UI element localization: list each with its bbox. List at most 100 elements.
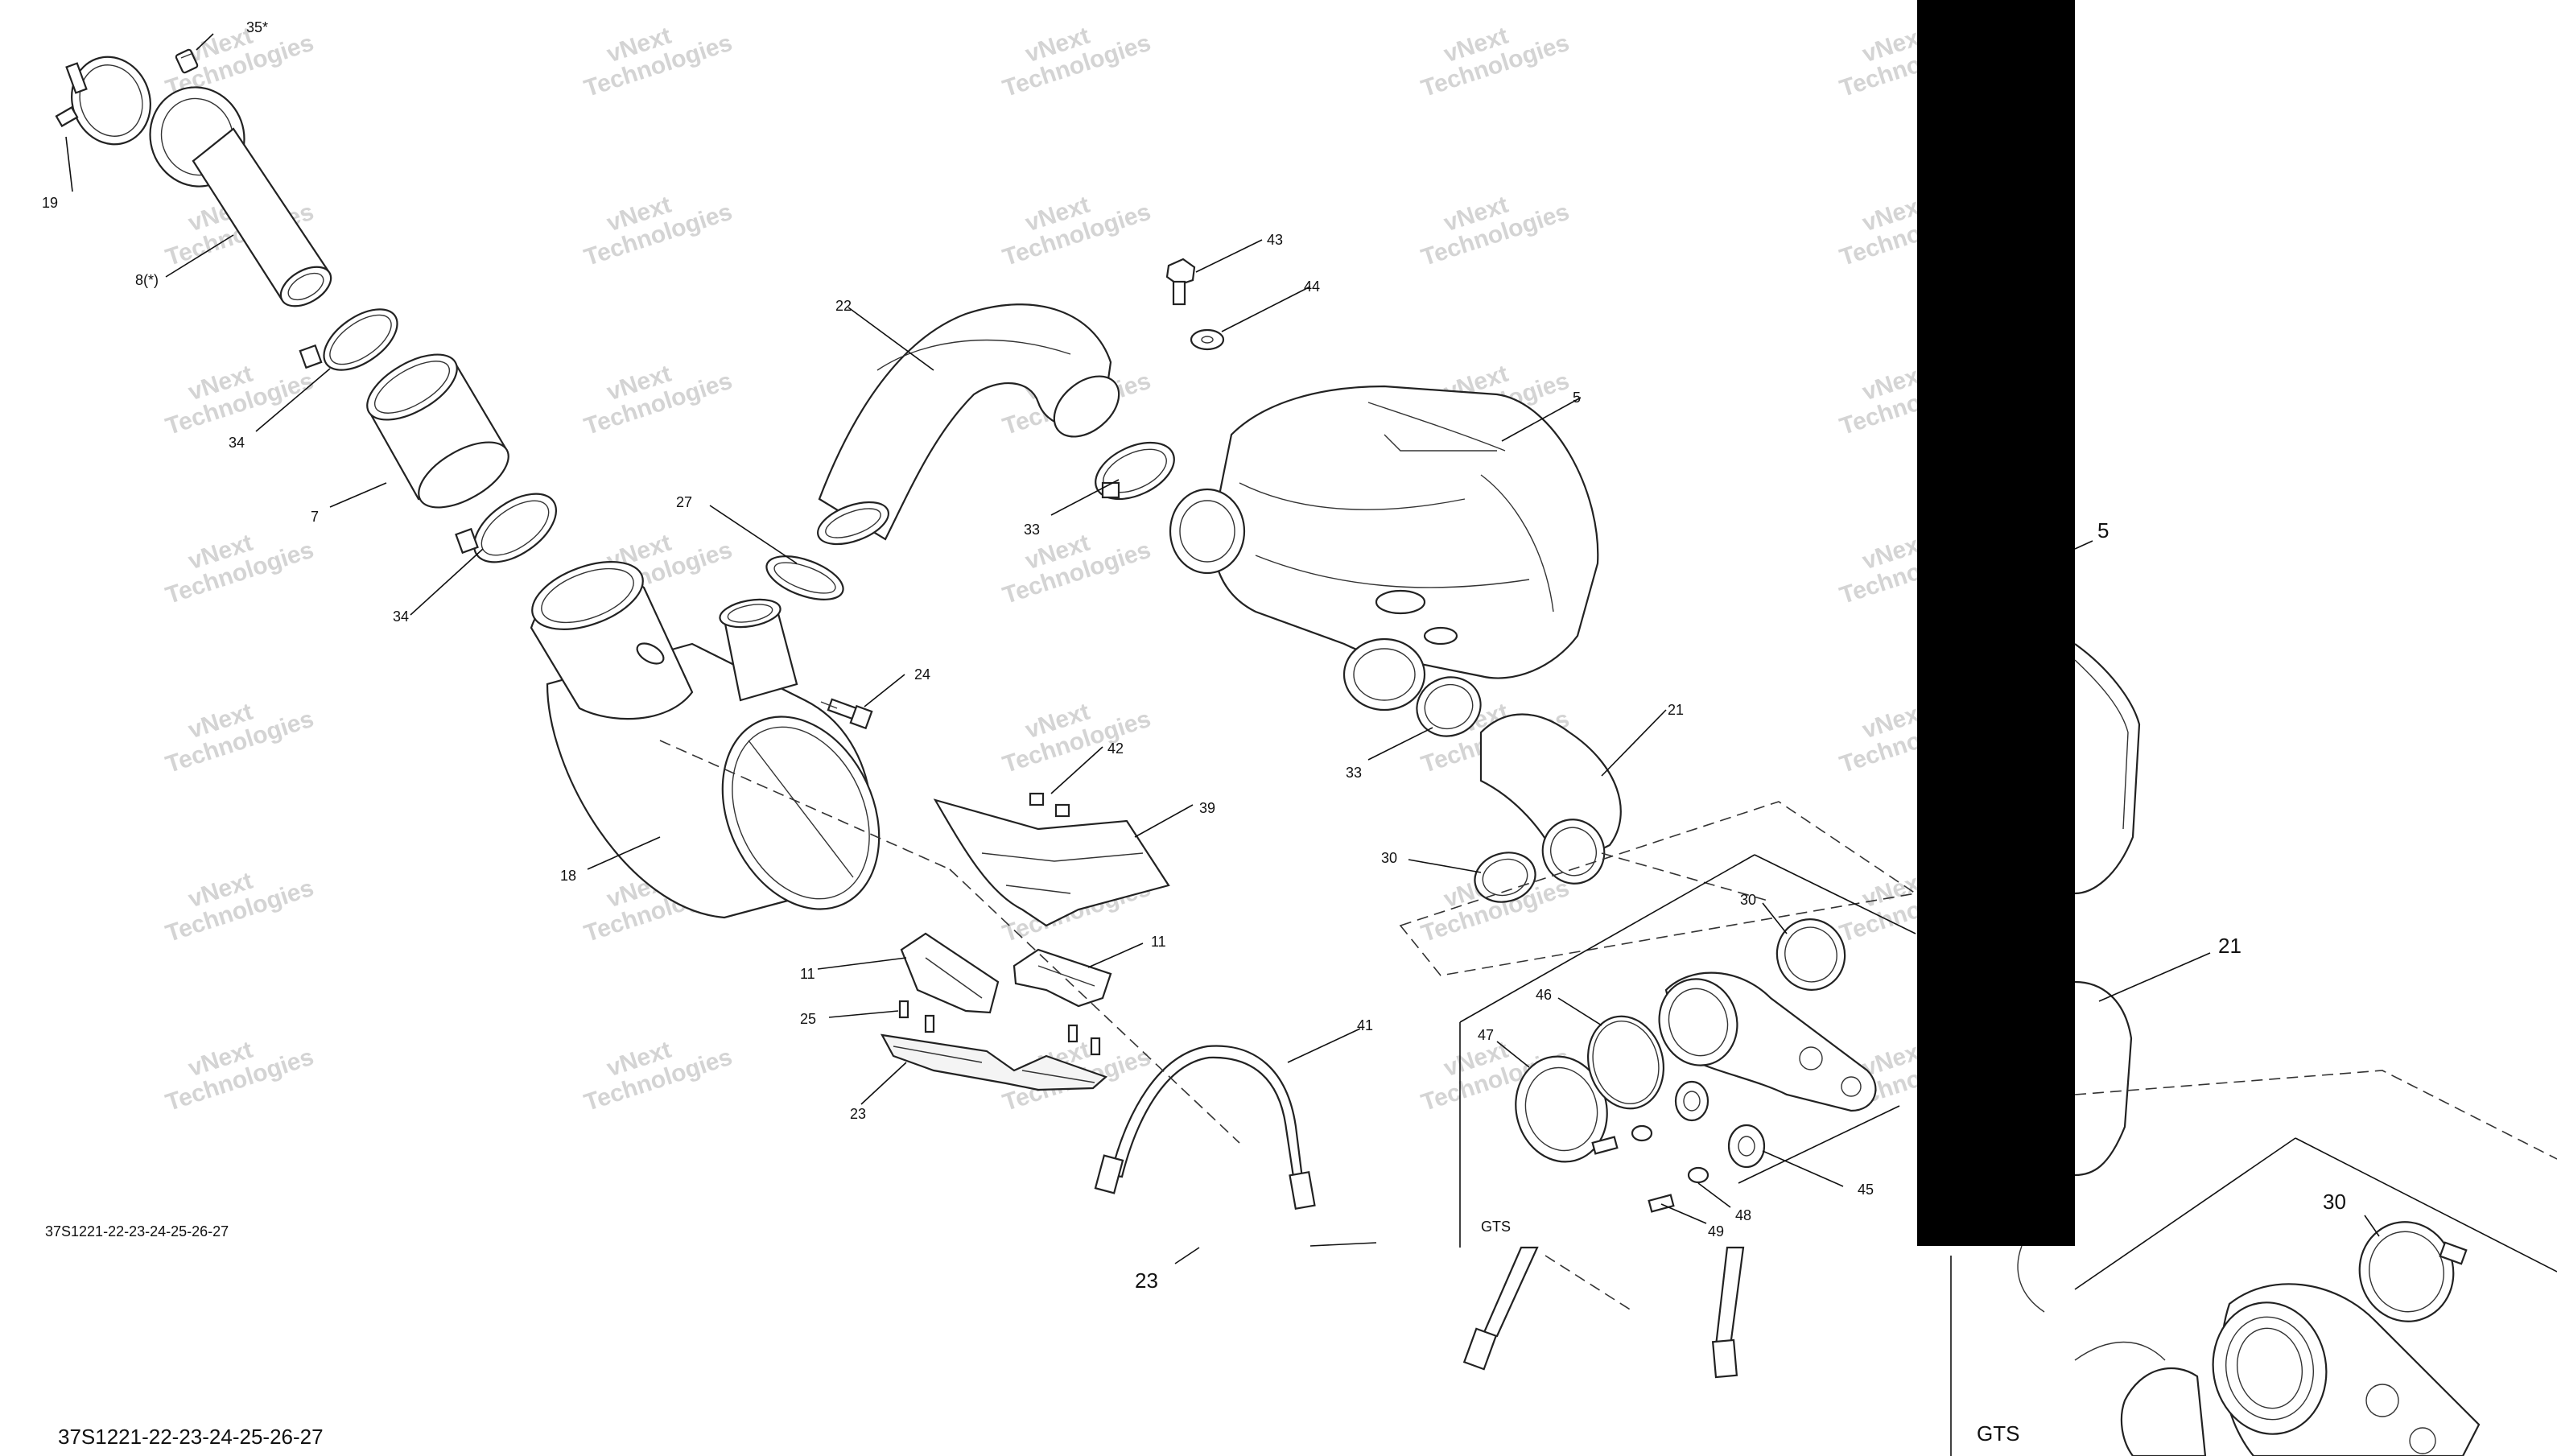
part-23-plate (880, 1033, 1108, 1091)
callout-49: 49 (1708, 1223, 1724, 1239)
part-gts-housing (1658, 971, 1877, 1112)
callout-27: 27 (676, 494, 692, 510)
callout-44: 44 (1304, 278, 1320, 295)
callout-35: 35* (246, 19, 268, 35)
gts-strap-left (1462, 1246, 1539, 1371)
leader-lines (65, 33, 1900, 1264)
callout-21-zoom: 21 (2218, 934, 2241, 958)
callout-11-left: 11 (800, 966, 815, 982)
callout-30-zoom: 30 (2323, 1190, 2346, 1214)
part-22-tube (817, 303, 1120, 546)
part-46-gasket (1587, 1015, 1664, 1110)
callout-48: 48 (1735, 1207, 1751, 1223)
part-34-clamp-lower (455, 493, 558, 563)
zoom-part-21-elbow (2074, 980, 2133, 1177)
zoom-curve-left (2017, 1245, 2045, 1313)
part-45-seals (1674, 1080, 1766, 1169)
callout-5-zoom: 5 (2097, 518, 2109, 542)
label-gts: GTS (1481, 1219, 1511, 1235)
zoom-ring-left (2074, 1341, 2166, 1361)
part-19-clamp (55, 56, 151, 146)
part-5-resonator (1169, 385, 1599, 712)
part-21-elbow (1479, 713, 1622, 885)
zoomed-fragment: 5 21 30 GTS 37S1221-22-23-24-25 (58, 518, 2557, 1456)
part-30-clamp (1474, 852, 1536, 903)
part-33-clamp-upper (1095, 441, 1175, 501)
part-11-bracket-right (1012, 948, 1112, 1008)
callout-11-right: 11 (1151, 934, 1166, 950)
ref-line-gts (1545, 1255, 1635, 1313)
label-gts-zoom: GTS (1977, 1421, 2019, 1446)
callout-42: 42 (1107, 740, 1124, 757)
callout-30: 30 (1381, 850, 1397, 866)
part-35-fitting (175, 48, 199, 74)
diagram-code: 37S1221-22-23-24-25-26-27 (45, 1223, 229, 1239)
zoom-dashed-box (2074, 1070, 2557, 1160)
part-41-strap (1094, 1045, 1316, 1211)
part-27-clamp (765, 555, 844, 600)
callout-18: 18 (560, 868, 576, 884)
callout-25: 25 (800, 1011, 816, 1027)
zoom-part-30-clamp (2358, 1221, 2468, 1322)
callout-23: 23 (850, 1106, 866, 1122)
callout-23-zoom: 23 (1135, 1268, 1158, 1293)
callout-30-gts: 30 (1740, 892, 1756, 908)
callout-45: 45 (1858, 1182, 1874, 1198)
part-39-heat-shield (933, 798, 1170, 927)
callout-47: 47 (1478, 1027, 1494, 1043)
callout-24: 24 (914, 666, 930, 683)
part-49-bolt (1591, 1136, 1675, 1213)
callout-34-lower: 34 (393, 608, 409, 625)
callout-8: 8(*) (135, 272, 159, 288)
part-11-bracket-left (900, 932, 1000, 1014)
callout-19: 19 (42, 195, 58, 211)
part-34-clamp-upper (299, 308, 398, 371)
main-diagram (55, 48, 1918, 1379)
callout-7: 7 (311, 509, 319, 525)
panel-edge-artifact (1309, 1242, 1377, 1247)
callout-21: 21 (1668, 702, 1684, 718)
zoom-gts-frame (1950, 1137, 2557, 1456)
part-8-pipe (149, 86, 332, 307)
gts-frame (1459, 854, 1916, 1248)
part-48-washer (1631, 1124, 1709, 1184)
gts-strap-right (1711, 1246, 1745, 1379)
part-18-muffler (530, 561, 881, 919)
callout-33-lower: 33 (1346, 765, 1362, 781)
part-24-sensor (820, 698, 873, 730)
callout-labels: 35* 19 8(*) 34 7 34 22 27 43 44 5 33 33 … (42, 19, 1874, 1293)
zoom-part-5-edge (2074, 643, 2141, 895)
callout-39: 39 (1199, 800, 1215, 816)
callout-33-upper: 33 (1024, 522, 1040, 538)
callout-5: 5 (1573, 390, 1581, 406)
part-7-sleeve (366, 353, 509, 509)
part-33-clamp-lower (1416, 676, 1482, 737)
part-gts-clamp (1775, 918, 1846, 991)
callout-22: 22 (835, 298, 852, 314)
black-overlay-panel (1917, 0, 2075, 1246)
zoom-part-46-gasket (2120, 1367, 2207, 1456)
part-44-washer (1190, 328, 1225, 351)
ref-line-2 (949, 868, 1240, 1144)
callout-46: 46 (1536, 987, 1552, 1003)
callout-43: 43 (1267, 232, 1283, 248)
zoom-gts-housing (2212, 1283, 2481, 1456)
diagram-code-zoom: 37S1221-22-23-24-25-26-27 (58, 1425, 324, 1449)
ref-line-3 (1601, 852, 1771, 902)
